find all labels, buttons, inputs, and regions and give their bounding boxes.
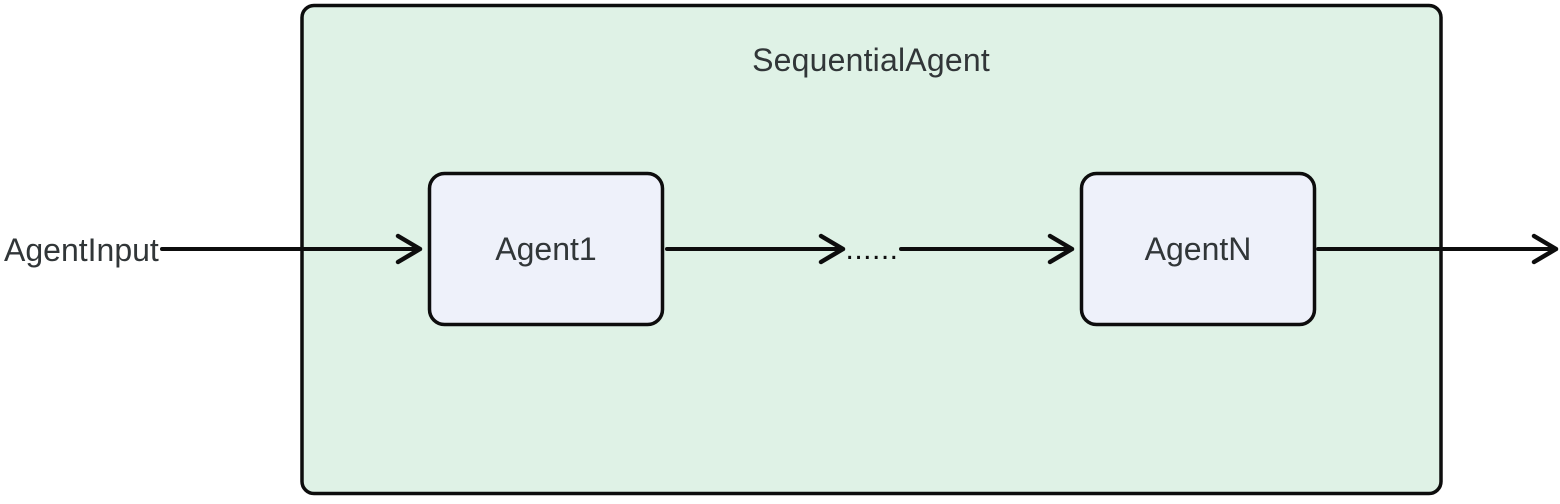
ellipsis-label: ...... <box>845 233 898 266</box>
container-title: SequentialAgent <box>752 42 990 78</box>
agent1-label: Agent1 <box>495 231 596 267</box>
agentn-label: AgentN <box>1145 231 1252 267</box>
agent1-box <box>427 171 665 327</box>
node-agent1: Agent1 <box>427 171 665 327</box>
agentn-box <box>1079 171 1317 327</box>
agent-input-label: AgentInput <box>4 232 159 268</box>
node-agentn: AgentN <box>1079 171 1317 327</box>
